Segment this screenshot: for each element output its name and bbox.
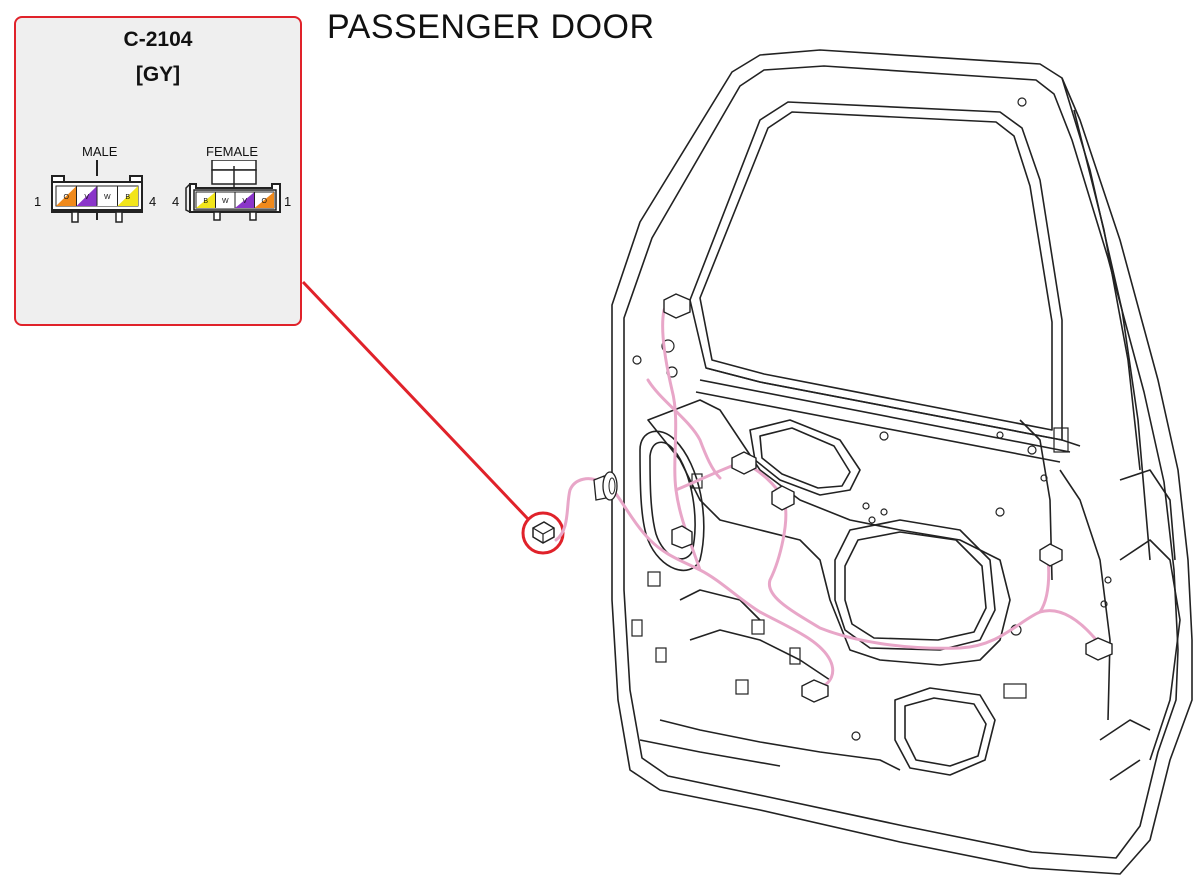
female-pin-1: 1 [284, 194, 292, 209]
wire-harness [554, 297, 1100, 690]
male-pin-4: 4 [149, 194, 157, 209]
male-label: MALE [82, 144, 118, 159]
male-pin-1: 1 [34, 194, 42, 209]
door-outline [611, 49, 1193, 875]
male-cavity-letter: B [125, 194, 130, 201]
connector-id: C-2104 [123, 28, 193, 51]
female-cavity-4: O [254, 191, 275, 209]
female-cavity-letter: W [222, 198, 229, 205]
harness-grommet [593, 471, 618, 501]
female-cavity-letter: V [242, 198, 247, 205]
male-cavity-letter: O [64, 194, 70, 201]
male-cavity-3: W [96, 185, 118, 207]
female-cavity-letter: B [203, 198, 208, 205]
female-cavity-letter: O [262, 198, 268, 205]
panel-holes [631, 97, 1112, 741]
male-cavity-2: V [76, 185, 98, 207]
female-cavity-3: V [234, 191, 255, 209]
connector-body [532, 521, 555, 544]
female-cavity-1: B [195, 191, 216, 209]
diagram-title: PASSENGER DOOR [327, 8, 655, 46]
male-cavity-letter: V [84, 194, 89, 201]
male-cavity-1: O [55, 185, 77, 207]
harness-connectors [663, 293, 1113, 703]
male-cavity-4: B [117, 185, 139, 207]
connector-callout: C-2104 [GY] MALE FEMALE 1 4 4 1 O V W B B W V… [14, 16, 302, 326]
connector-color-code: [GY] [135, 63, 181, 86]
female-pin-4: 4 [172, 194, 180, 209]
callout-leader-line [301, 280, 530, 521]
male-cavity-letter: W [104, 194, 111, 201]
female-cavity-2: W [215, 191, 236, 209]
female-label: FEMALE [206, 144, 259, 159]
